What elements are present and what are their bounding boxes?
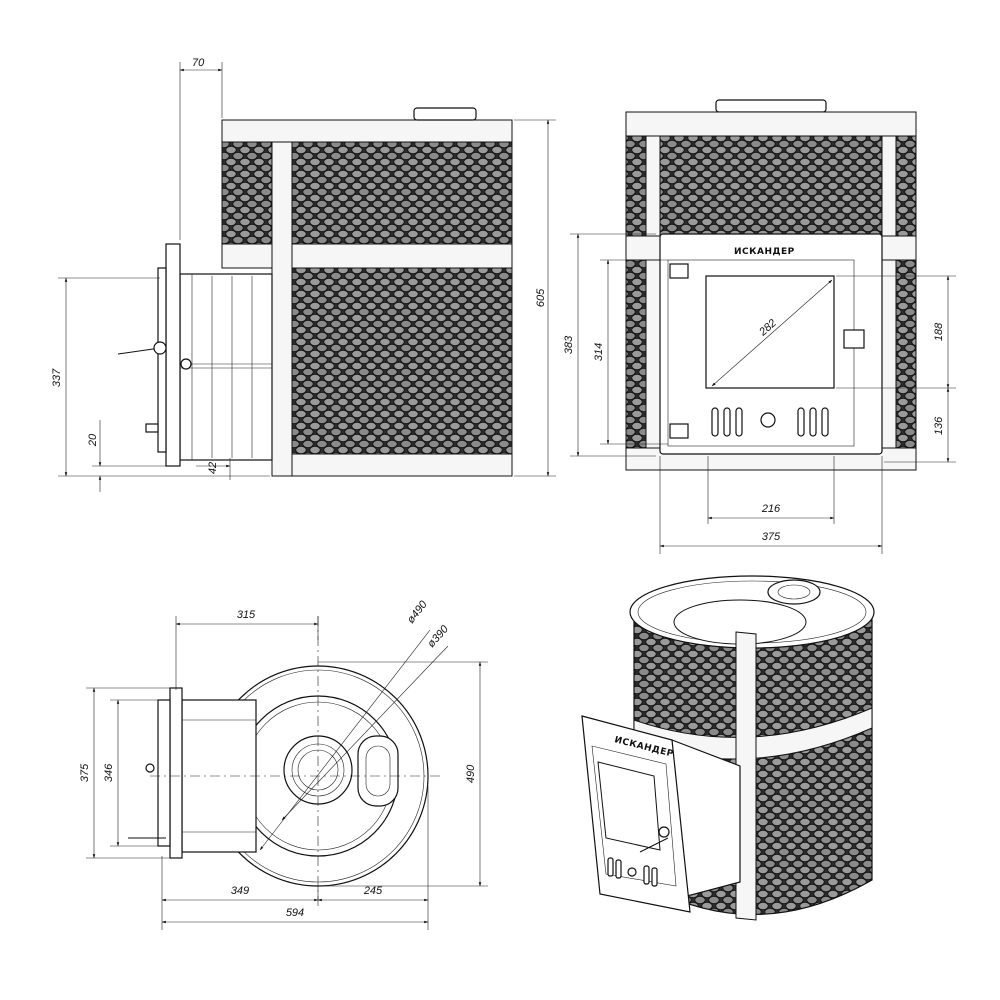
dim-top-left-349: 349 (231, 885, 249, 897)
top-bolt-icon (145, 763, 155, 773)
dim-top-height-490: 490 (465, 764, 477, 783)
top-water-outlet (357, 735, 399, 807)
dim-front-right-upper: 188 (933, 322, 945, 341)
dim-front-opening-width: 216 (761, 503, 781, 515)
dim-front-right-lower: 136 (933, 416, 945, 435)
side-door-frame (157, 267, 167, 453)
front-brand-label: ИСКАНДЕР (734, 247, 795, 257)
dim-side-door-gap: 42 (207, 462, 219, 474)
top-door-plate (169, 687, 183, 859)
side-door-plate (165, 243, 181, 467)
side-top-cap (221, 119, 513, 143)
front-door-inner (667, 259, 855, 447)
side-middle-band (221, 243, 513, 269)
side-firebox-tunnel (179, 273, 273, 461)
front-lid (715, 99, 827, 113)
iso-door-glass (597, 761, 661, 851)
front-ash-vents (711, 407, 829, 437)
dim-top-total-594: 594 (286, 907, 304, 919)
front-hinge-bottom (669, 423, 689, 439)
side-bottom-band (271, 453, 513, 477)
side-upper-mesh (221, 141, 513, 245)
top-view: 315 ø490 ø390 375 346 490 349 245 594 (79, 598, 488, 930)
dim-side-bottom-gap: 20 (87, 433, 99, 447)
front-latch (843, 329, 865, 349)
side-view: 70 605 337 20 42 (51, 57, 556, 492)
side-vertical-strip (271, 141, 293, 477)
dim-top-height-346: 346 (103, 763, 115, 782)
isometric-view: ИСКАНДЕР (581, 575, 875, 921)
front-hinge-top (669, 263, 689, 279)
dim-top-width-315: 315 (237, 609, 256, 621)
front-top-cap (625, 111, 917, 137)
dim-top-dia-outer: ø490 (405, 598, 430, 626)
dim-front-total-width: 375 (762, 531, 781, 543)
dim-front-door-height: 383 (563, 335, 575, 354)
dim-side-firebox: 337 (51, 368, 63, 387)
dim-top-height-375: 375 (79, 763, 91, 782)
side-lower-mesh (271, 267, 513, 455)
side-handle-knob (153, 341, 167, 355)
front-right-strip (881, 135, 897, 449)
iso-door-handle (639, 837, 669, 853)
dim-front-glass-height: 314 (593, 343, 605, 361)
dim-side-height: 605 (535, 288, 547, 307)
iso-water-tank (767, 579, 821, 605)
dim-side-top-offset: 70 (192, 57, 205, 69)
front-left-strip (645, 135, 661, 449)
side-door-handle (117, 347, 161, 355)
front-view: ИСКАНДЕР 282 383 314 (563, 99, 956, 554)
iso-vents (607, 857, 658, 887)
side-ash-knob (145, 423, 159, 433)
dim-top-right-245: 245 (363, 885, 383, 897)
dim-top-dia-inner: ø390 (425, 623, 451, 650)
side-bolt-icon (180, 358, 192, 370)
side-lid (413, 107, 477, 121)
